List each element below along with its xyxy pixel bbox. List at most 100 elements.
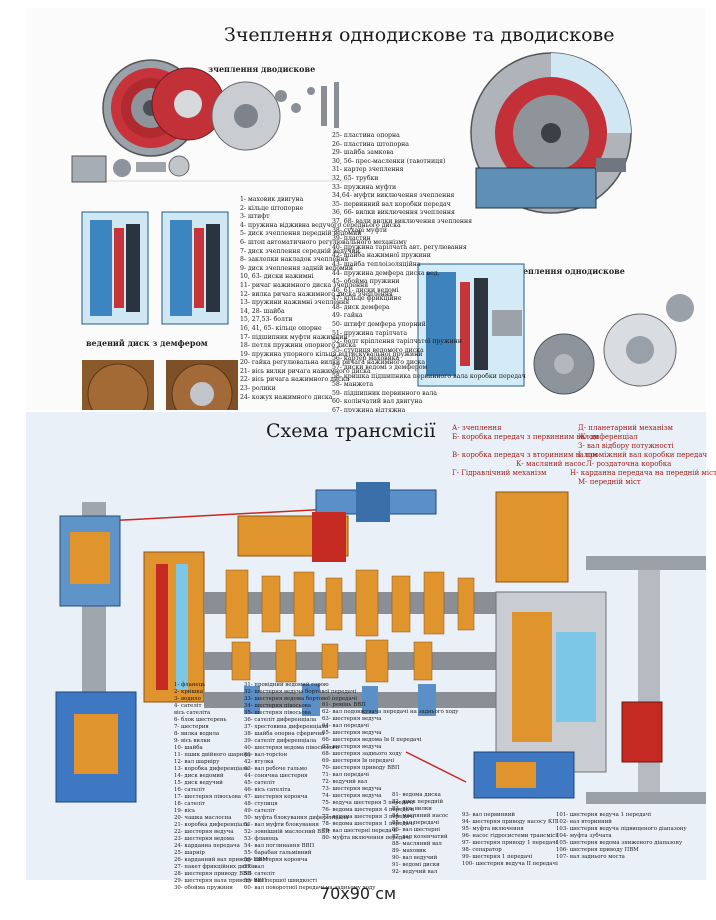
abbr-item: Д- планетарний механізм [578,424,673,432]
legend-item: 4- сателіт [174,703,202,709]
legend-item: 77- ведома шестерня 3 передачі [322,814,415,820]
transmission-legend-col3: 61- ремінь ВВП 62- вал подовжувача перед… [322,702,458,842]
legend-item: 73- шестерня ведуча [322,786,382,792]
legend-item: 10- шайба [174,745,203,751]
legend-item: 43- вал ребоче гальмо [244,766,308,772]
legend-item: 101- шестерня ведуча 1 передачі [556,812,651,818]
legend-item: 13- коробка диференціала [174,766,249,772]
legend-item: 22- шестерня ведуча [174,829,234,835]
double-clutch-exploded-illustration [96,59,351,182]
double-disc-label: зчеплення дводискове [208,64,316,74]
legend-item: 46, 61- диски ведомі [332,286,399,294]
legend-item: 26- пластина штопорна [332,140,409,148]
abbr-item: Г- Гідравлічний механізм [452,469,547,477]
abbr-item: К- масляний насос [516,460,586,468]
legend-item: 52- зовнішній маслосний ВВП [244,829,330,835]
legend-item: 15- диск ведучий [174,780,223,786]
legend-item: 62- вал подовжувача передачі на заднього… [322,709,459,715]
legend-item: 58- сателіт [244,871,275,877]
legend-item: 58- манжета [332,381,374,389]
poster-sheet: Зчеплення однодискове та дводискове зчеп… [26,8,716,891]
legend-item: 49- гайка [332,312,363,320]
legend-item: 8- заклепки накладок зчеплення [240,256,349,264]
legend-item: 25- пластина опорна [332,132,400,139]
legend-item: 106- шестерня приводу ПВМ [556,847,639,853]
legend-item: 34- шестерня півосьова [244,703,311,709]
legend-item: 32, 65- трубки [332,174,379,182]
legend-item: 80- муфта включення передачі [322,835,411,841]
legend-item: 29- шестерня вала приводу ВВП [174,878,267,884]
legend-item: 25- шарнір [174,850,205,856]
transmission-legend-col5: 93- вал первинний 94- шестерня приводу н… [462,812,559,868]
legend-item: 33- шестерня ведома бортової передачі [244,696,357,702]
legend-item: 26- карданний вал приводу ПВМ [174,857,268,863]
legend-item: 1- фланець [174,682,206,688]
legend-item: 19- вісь [174,808,196,814]
legend-item: 15, 27,53- болти [240,316,293,324]
transmission-legend-col2: 31- провідний ведомий горою 32- шестерня… [244,682,375,892]
clutch-poster-title: Зчеплення однодискове та дводискове [224,24,615,46]
abbr-item: В- коробка передач з вторинним валом [452,451,598,459]
legend-item: 39- сателіт диференціала [244,738,317,744]
legend-item: 3- водило [174,696,201,702]
transmission-legend-col4: 81- ведома диска 82- диск передній 83- в… [392,792,448,876]
abbr-item: М- передній міст [578,478,641,486]
legend-item: 58- кришка підшипника первинного вала ко… [332,372,526,380]
legend-item: 7- шестерня [174,724,209,730]
legend-item: 59- підшипник первинного вала [332,389,437,397]
legend-item: 16, 41, 65- кільце опорне [240,324,322,332]
legend-item: 7- диск зчеплення середній ведучий [240,247,360,255]
legend-item: 64- вал передачі [322,723,370,729]
legend-item: 47- шестерня коронча [244,794,308,800]
legend-item: 42- втулка [244,759,274,765]
legend-item: 91- ведомі диски [392,862,440,868]
abbr-item: Л- роздаточна коробка [586,460,672,468]
legend-item: 90- вал ведучий [392,855,438,861]
legend-item: 40- шестерня ведома півосьового [244,745,340,751]
legend-item: 84- масляний насос [392,813,449,819]
legend-item: 6- блок шестерень [174,717,227,723]
legend-item: 54- вал поглинання ВВП [244,843,315,849]
legend-item: 34,64- муфти виключення зчеплення [332,192,455,200]
legend-item: 94- шестерня приводу насосу КП [462,819,557,825]
abbr-item: І- проміжний вал коробки передач [578,451,708,459]
legend-item: 3- штифт [240,213,270,221]
legend-item: 4- пружина відживна ведучого середнього … [240,221,401,229]
clutch-small-parts-illustration [71,155,190,183]
legend-item: 104- муфта зубчата [556,833,612,839]
legend-item: 66- шестерня ведома Ів Ії передачі [322,737,422,743]
transmission-scheme-illustration [55,482,706,804]
legend-item: 51- вал муфти блокування [244,822,319,828]
legend-item: 44- сонячна шестерня [244,773,308,779]
legend-item: 92- ведучий вал [392,869,438,875]
legend-item: 36, 66- вилки виключення зчеплення [332,209,455,217]
legend-item: 102- вал вторинний [556,819,612,825]
legend-item: 24- кожух нажимного диска [240,393,333,401]
legend-item: 43- шайба теплоізоляційна [332,260,421,268]
legend-item: 2- кришка [174,689,203,695]
legend-item: 9- вісь вилки [174,738,211,744]
legend-item: 59- вал першої швидкості [244,878,318,884]
legend-item: 107- вал заднього моста [556,854,625,860]
legend-item: 44- пружина демфера диска вед. [332,269,440,277]
legend-item: 2- кільце штопорне [240,204,304,212]
legend-item: 95- муфта включення [462,826,524,832]
legend-item: 20- чашка маслосна [174,815,232,821]
legend-item: 46- вісь сателіта [244,787,291,793]
single-clutch-section-illustration [417,263,525,387]
legend-item: 76- ведома шестерня 4 передачі [322,807,415,813]
legend-item: 61- ремінь ВВП [322,702,366,708]
legend-item: 48- ступиця [244,801,278,807]
legend-item: 103- шестерня ведуча підвищеного діапазо… [556,826,687,832]
legend-item: 31- провідний ведомий горою [244,682,329,688]
legend-item: 71- вал передачі [322,772,370,778]
legend-item: 42- шайба нажимної пружини [332,252,431,260]
legend-item: 33- пружина муфти [332,183,397,191]
legend-item: 55- ступиця ведомого диска [332,346,424,354]
legend-item: 99- шестерня 1 передачі [462,854,533,860]
legend-item: 78- ведома шестерня 1 передачі [322,821,415,827]
legend-item: 23- шестерня ведома [174,836,235,842]
legend-item: 72- ведучий вал [322,779,368,785]
legend-item: 81- ведома диска [392,792,441,798]
clutch-legend-right: 25- пластина опорна 26- пластина штопорн… [332,132,526,416]
